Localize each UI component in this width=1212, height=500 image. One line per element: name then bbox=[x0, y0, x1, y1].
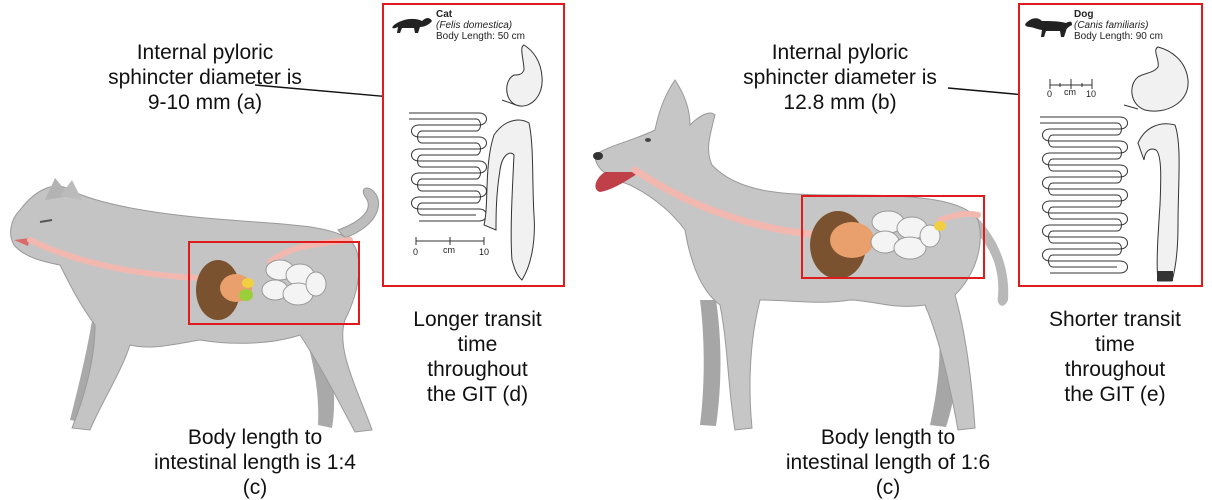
cat-ratio-line-3: (c) bbox=[120, 475, 390, 500]
dog-ratio-line-1: Body length to bbox=[748, 425, 1028, 450]
cat-tail bbox=[338, 188, 379, 238]
dog-front-leg-back bbox=[700, 300, 721, 426]
cat-large-intestine bbox=[484, 120, 534, 280]
cat-transit-line-2: time bbox=[395, 332, 560, 357]
dog-large-intestine bbox=[1138, 124, 1179, 281]
cat-panel-header: Cat (Felis domestica) Body Length: 50 cm bbox=[436, 9, 525, 42]
dog-pyloric-line-1: Internal pyloric bbox=[735, 40, 945, 65]
cat-transit-line-3: throughout bbox=[395, 357, 560, 382]
cat-pyloric-label: Internal pyloric sphincter diameter is 9… bbox=[100, 40, 310, 115]
dog-ratio-line-2: intestinal length of 1:6 bbox=[748, 450, 1028, 475]
dog-pyloric-line-3: 12.8 mm (b) bbox=[735, 90, 945, 115]
dog-illustration bbox=[593, 80, 1008, 430]
cat-body-ratio-label: Body length to intestinal length is 1:4 … bbox=[120, 425, 390, 500]
cat-gi-drawing bbox=[384, 5, 563, 285]
dog-eye bbox=[645, 138, 651, 142]
dog-panel-scientific-name: (Canis familiaris) bbox=[1074, 20, 1163, 31]
dog-transit-line-2: time bbox=[1030, 332, 1200, 357]
cat-transit-label: Longer transit time throughout the GIT (… bbox=[395, 307, 560, 407]
dog-ratio-line-3: (c) bbox=[748, 475, 1028, 500]
dog-transit-line-4: the GIT (e) bbox=[1030, 382, 1200, 407]
dog-pyloric-line-2: sphincter diameter is bbox=[735, 65, 945, 90]
dog-stomach bbox=[830, 222, 874, 258]
cat-transit-line-1: Longer transit bbox=[395, 307, 560, 332]
dog-panel-header: Dog (Canis familiaris) Body Length: 90 c… bbox=[1074, 9, 1163, 42]
dog-transit-line-1: Shorter transit bbox=[1030, 307, 1200, 332]
dog-body-ratio-label: Body length to intestinal length of 1:6 … bbox=[748, 425, 1028, 500]
cat-intestine-coils bbox=[409, 113, 487, 221]
dog-transit-line-3: throughout bbox=[1030, 357, 1200, 382]
dog-transit-label: Shorter transit time throughout the GIT … bbox=[1030, 307, 1200, 407]
dog-gallbladder bbox=[934, 221, 946, 231]
dog-scale-tick-0: 0 bbox=[1047, 89, 1052, 99]
cat-ratio-line-1: Body length to bbox=[120, 425, 390, 450]
cat-pyloric-line-1: Internal pyloric bbox=[100, 40, 310, 65]
dog-rectum bbox=[1157, 271, 1173, 281]
dog-pyloric-label: Internal pyloric sphincter diameter is 1… bbox=[735, 40, 945, 115]
cat-panel-name: Cat bbox=[436, 9, 525, 20]
dog-intestine-coils bbox=[1040, 117, 1128, 273]
cat-scale-unit: cm bbox=[443, 245, 455, 255]
cat-panel-body-length: Body Length: 50 cm bbox=[436, 31, 525, 42]
dog-nose bbox=[593, 152, 603, 160]
cat-stomach-outline bbox=[507, 45, 542, 106]
dog-panel-body-length: Body Length: 90 cm bbox=[1074, 31, 1163, 42]
cat-gallbladder-2 bbox=[242, 278, 254, 288]
dog-gi-tract-panel: Dog (Canis familiaris) Body Length: 90 c… bbox=[1018, 3, 1203, 287]
cat-panel-scientific-name: (Felis domestica) bbox=[436, 20, 525, 31]
cat-scale-tick-0: 0 bbox=[413, 247, 418, 257]
dog-scale-unit: cm bbox=[1064, 87, 1076, 97]
cat-ratio-line-2: intestinal length is 1:4 bbox=[120, 450, 390, 475]
cat-gallbladder bbox=[239, 289, 253, 301]
dog-gi-drawing bbox=[1020, 5, 1201, 285]
dog-panel-name: Dog bbox=[1074, 9, 1163, 20]
cat-gi-tract-panel: Cat (Felis domestica) Body Length: 50 cm… bbox=[382, 3, 565, 287]
cat-scale-tick-10: 10 bbox=[479, 247, 489, 257]
dog-pylorus bbox=[1124, 105, 1138, 109]
dog-silhouette-icon bbox=[1025, 18, 1072, 37]
cat-pyloric-line-3: 9-10 mm (a) bbox=[100, 90, 310, 115]
cat-illustration bbox=[11, 178, 379, 432]
cat-scale-bar bbox=[416, 237, 484, 245]
cat-silhouette-icon bbox=[392, 18, 432, 33]
dog-stomach-outline bbox=[1132, 47, 1188, 111]
cat-transit-line-4: the GIT (d) bbox=[395, 382, 560, 407]
cat-pyloric-line-2: sphincter diameter is bbox=[100, 65, 310, 90]
dog-scale-tick-10: 10 bbox=[1086, 89, 1096, 99]
